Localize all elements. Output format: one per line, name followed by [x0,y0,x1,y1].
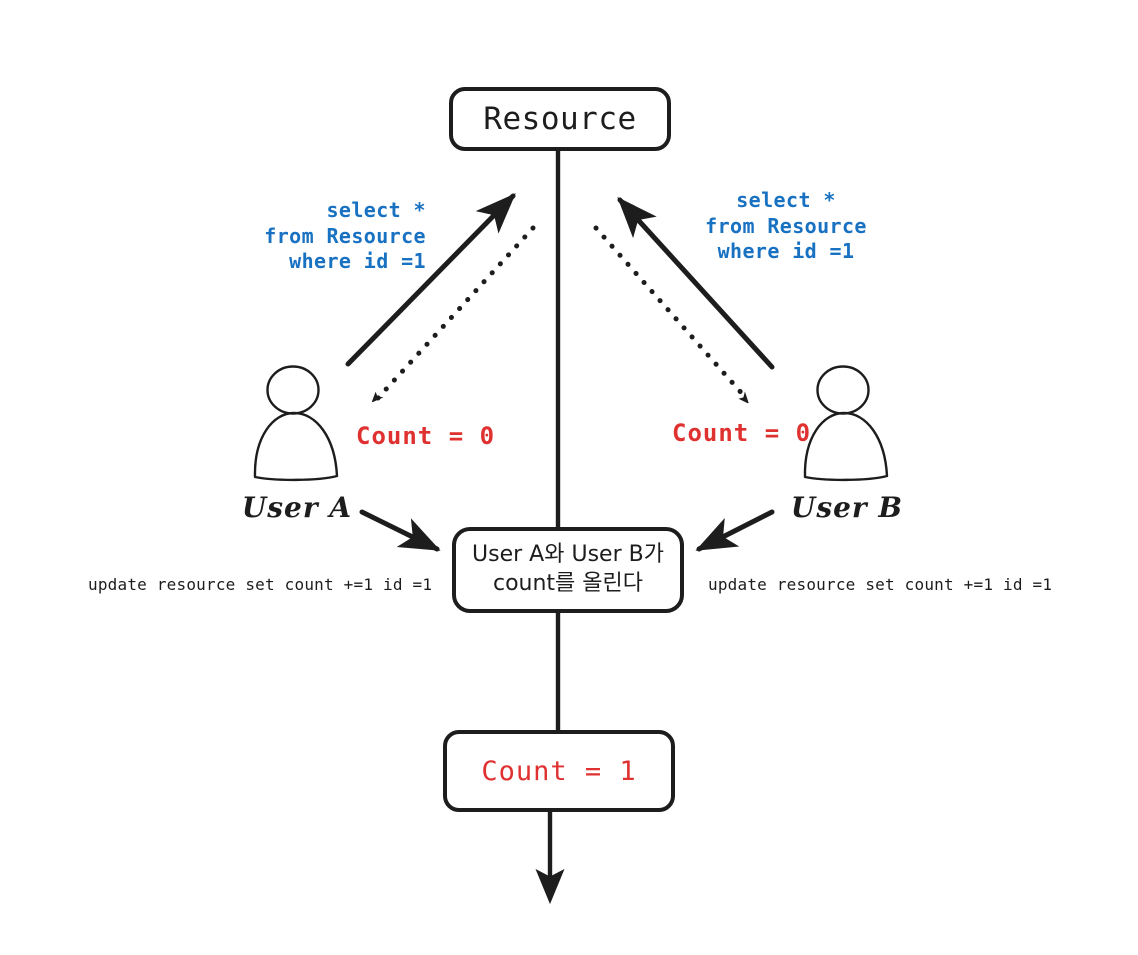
person-icon [803,365,889,482]
node-resource[interactable]: Resource [449,87,671,151]
actor-user-a-label: User A [241,491,353,524]
update-statement-user-a: update resource set count +=1 id =1 [88,575,433,594]
update-statement-user-b: update resource set count +=1 id =1 [708,575,1053,594]
actor-user-b-label: User B [790,491,904,524]
query-text-user-b: select * from Resource where id =1 [705,188,867,264]
count-readout-user-b: Count = 0 [672,419,812,447]
query-text-user-a: select * from Resource where id =1 [264,198,426,274]
node-concurrent-update[interactable]: User A와 User B가 count를 올린다 [452,527,684,613]
node-concurrent-update-label: User A와 User B가 count를 올린다 [472,542,664,596]
edge-user-a-update [359,509,441,552]
count-readout-user-a: Count = 0 [356,422,496,450]
node-resource-label: Resource [483,101,637,137]
node-result-count[interactable]: Count = 1 [443,730,675,812]
person-icon [253,365,339,482]
actor-user-b[interactable]: User B [788,363,906,524]
node-result-count-label: Count = 1 [481,755,637,787]
actor-user-a[interactable]: User A [238,363,356,524]
edge-user-b-update [695,509,775,552]
